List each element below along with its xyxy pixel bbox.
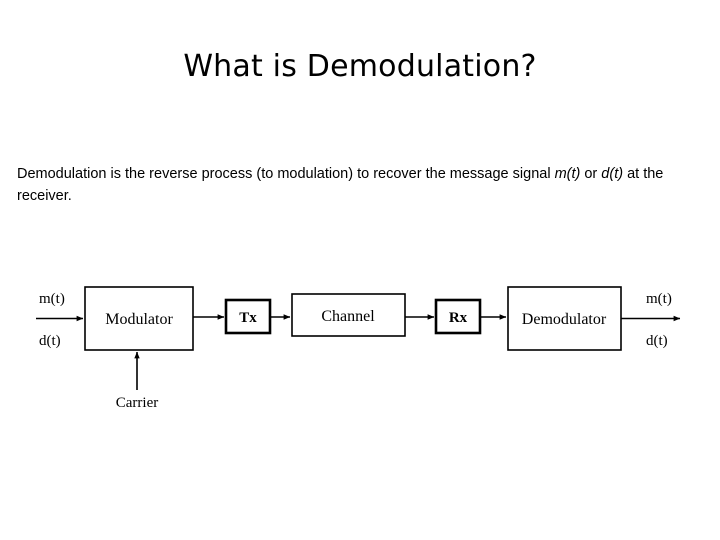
block-channel[interactable] — [291, 293, 406, 337]
body-line-1: Demodulation is the reverse process (to … — [17, 166, 555, 182]
block-demodulator[interactable] — [507, 286, 622, 351]
block-rx[interactable] — [434, 298, 482, 335]
output-label-dt: d(t) — [646, 333, 668, 349]
block-tx[interactable] — [224, 298, 272, 335]
block-label-demodulator: Demodulator — [522, 311, 607, 328]
body-paragraph: Demodulation is the reverse process (to … — [17, 163, 697, 207]
body-conjunction: or — [580, 166, 602, 182]
body-var-mt: m(t) — [554, 166, 581, 182]
body-line-2-suffix: at the receiver. — [17, 166, 664, 204]
body-var-dt: d(t) — [601, 166, 624, 182]
input-label-mt: m(t) — [39, 291, 65, 307]
carrier-label: Carrier — [116, 395, 158, 411]
output-label-mt: m(t) — [646, 291, 672, 307]
page-title: What is Demodulation? — [183, 49, 537, 84]
block-label-tx: Tx — [239, 310, 257, 326]
block-label-channel: Channel — [321, 308, 375, 325]
block-modulator[interactable] — [84, 286, 194, 351]
block-label-modulator: Modulator — [105, 311, 173, 328]
input-label-dt: d(t) — [39, 333, 61, 349]
block-label-rx: Rx — [449, 310, 468, 326]
block-diagram: m(t) d(t) Modulator Tx Channel Rx — [0, 270, 720, 420]
